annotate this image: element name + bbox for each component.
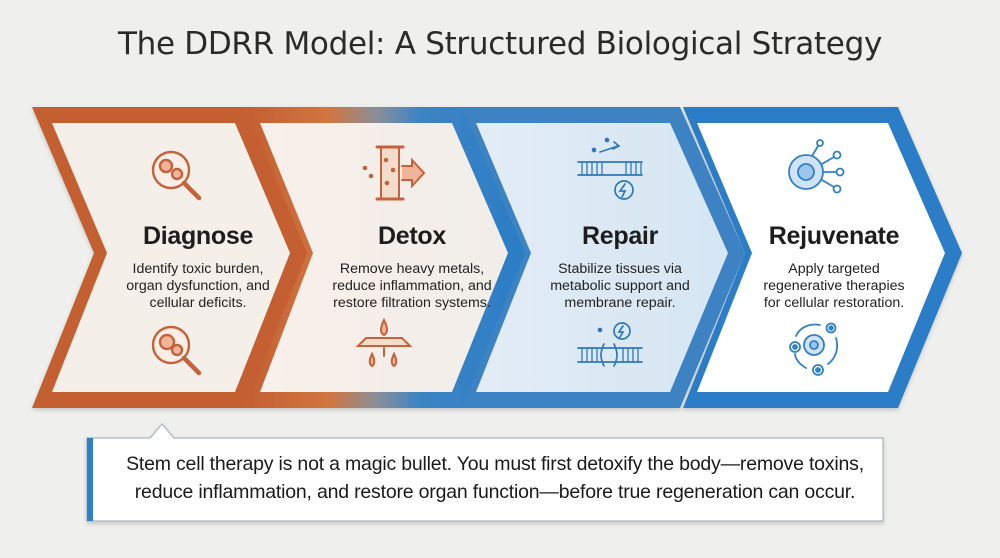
- stage-title: Repair: [581, 222, 658, 250]
- stage-rejuvenate: Rejuvenate Apply targeted regenerative t…: [754, 222, 914, 312]
- callout-box: [86, 423, 884, 522]
- page-title: The DDRR Model: A Structured Biological …: [117, 26, 882, 62]
- filter-arrow-icon: [362, 145, 426, 201]
- stage-description: Apply targeted regenerative therapies fo…: [763, 261, 905, 311]
- cell-renewal-cycle-icon: [789, 322, 839, 376]
- stage-description: Remove heavy metals, reduce inflammation…: [332, 261, 492, 311]
- stage-diagnose: Diagnose Identify toxic burden, organ dy…: [120, 222, 276, 312]
- stage-description: Identify toxic burden, organ dysfunction…: [126, 261, 270, 311]
- magnifier-organ-icon: [151, 325, 202, 376]
- stage-repair: Repair Stabilize tissues via metabolic s…: [542, 222, 698, 312]
- stage-title: Detox: [378, 222, 446, 250]
- membrane-energy-icon: [577, 137, 643, 200]
- stage-description: Stabilize tissues via metabolic support …: [550, 261, 690, 311]
- magnifier-cell-icon: [151, 150, 202, 201]
- membrane-repair-icon: [577, 322, 643, 367]
- stage-detox: Detox Remove heavy metals, reduce inflam…: [330, 222, 494, 312]
- stage-title: Diagnose: [142, 222, 254, 250]
- filtration-drops-icon: [355, 317, 413, 368]
- callout-text: Stem cell therapy is not a magic bullet.…: [126, 453, 864, 503]
- stage-title: Rejuvenate: [768, 222, 900, 250]
- stem-cell-icon: [788, 139, 845, 194]
